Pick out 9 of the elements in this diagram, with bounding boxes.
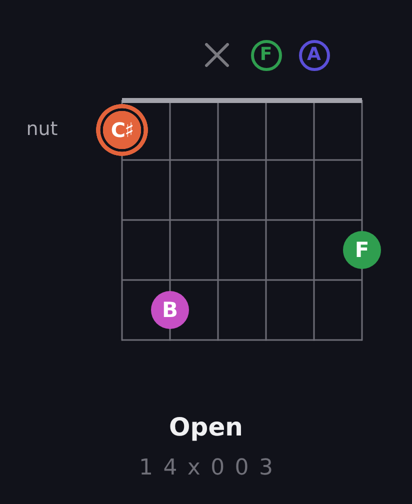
note-dot: B [151,291,189,329]
open-string-ring: A [298,40,330,70]
fingering-label: 1 4 x 0 0 3 [138,455,275,481]
nut-label: nut [26,119,58,141]
cross-icon [205,43,229,67]
open-string-ring: F [250,40,282,70]
note-dot: F [343,231,381,269]
chord-title: Open [169,414,243,442]
root-note-marker: C♯ [96,104,148,156]
